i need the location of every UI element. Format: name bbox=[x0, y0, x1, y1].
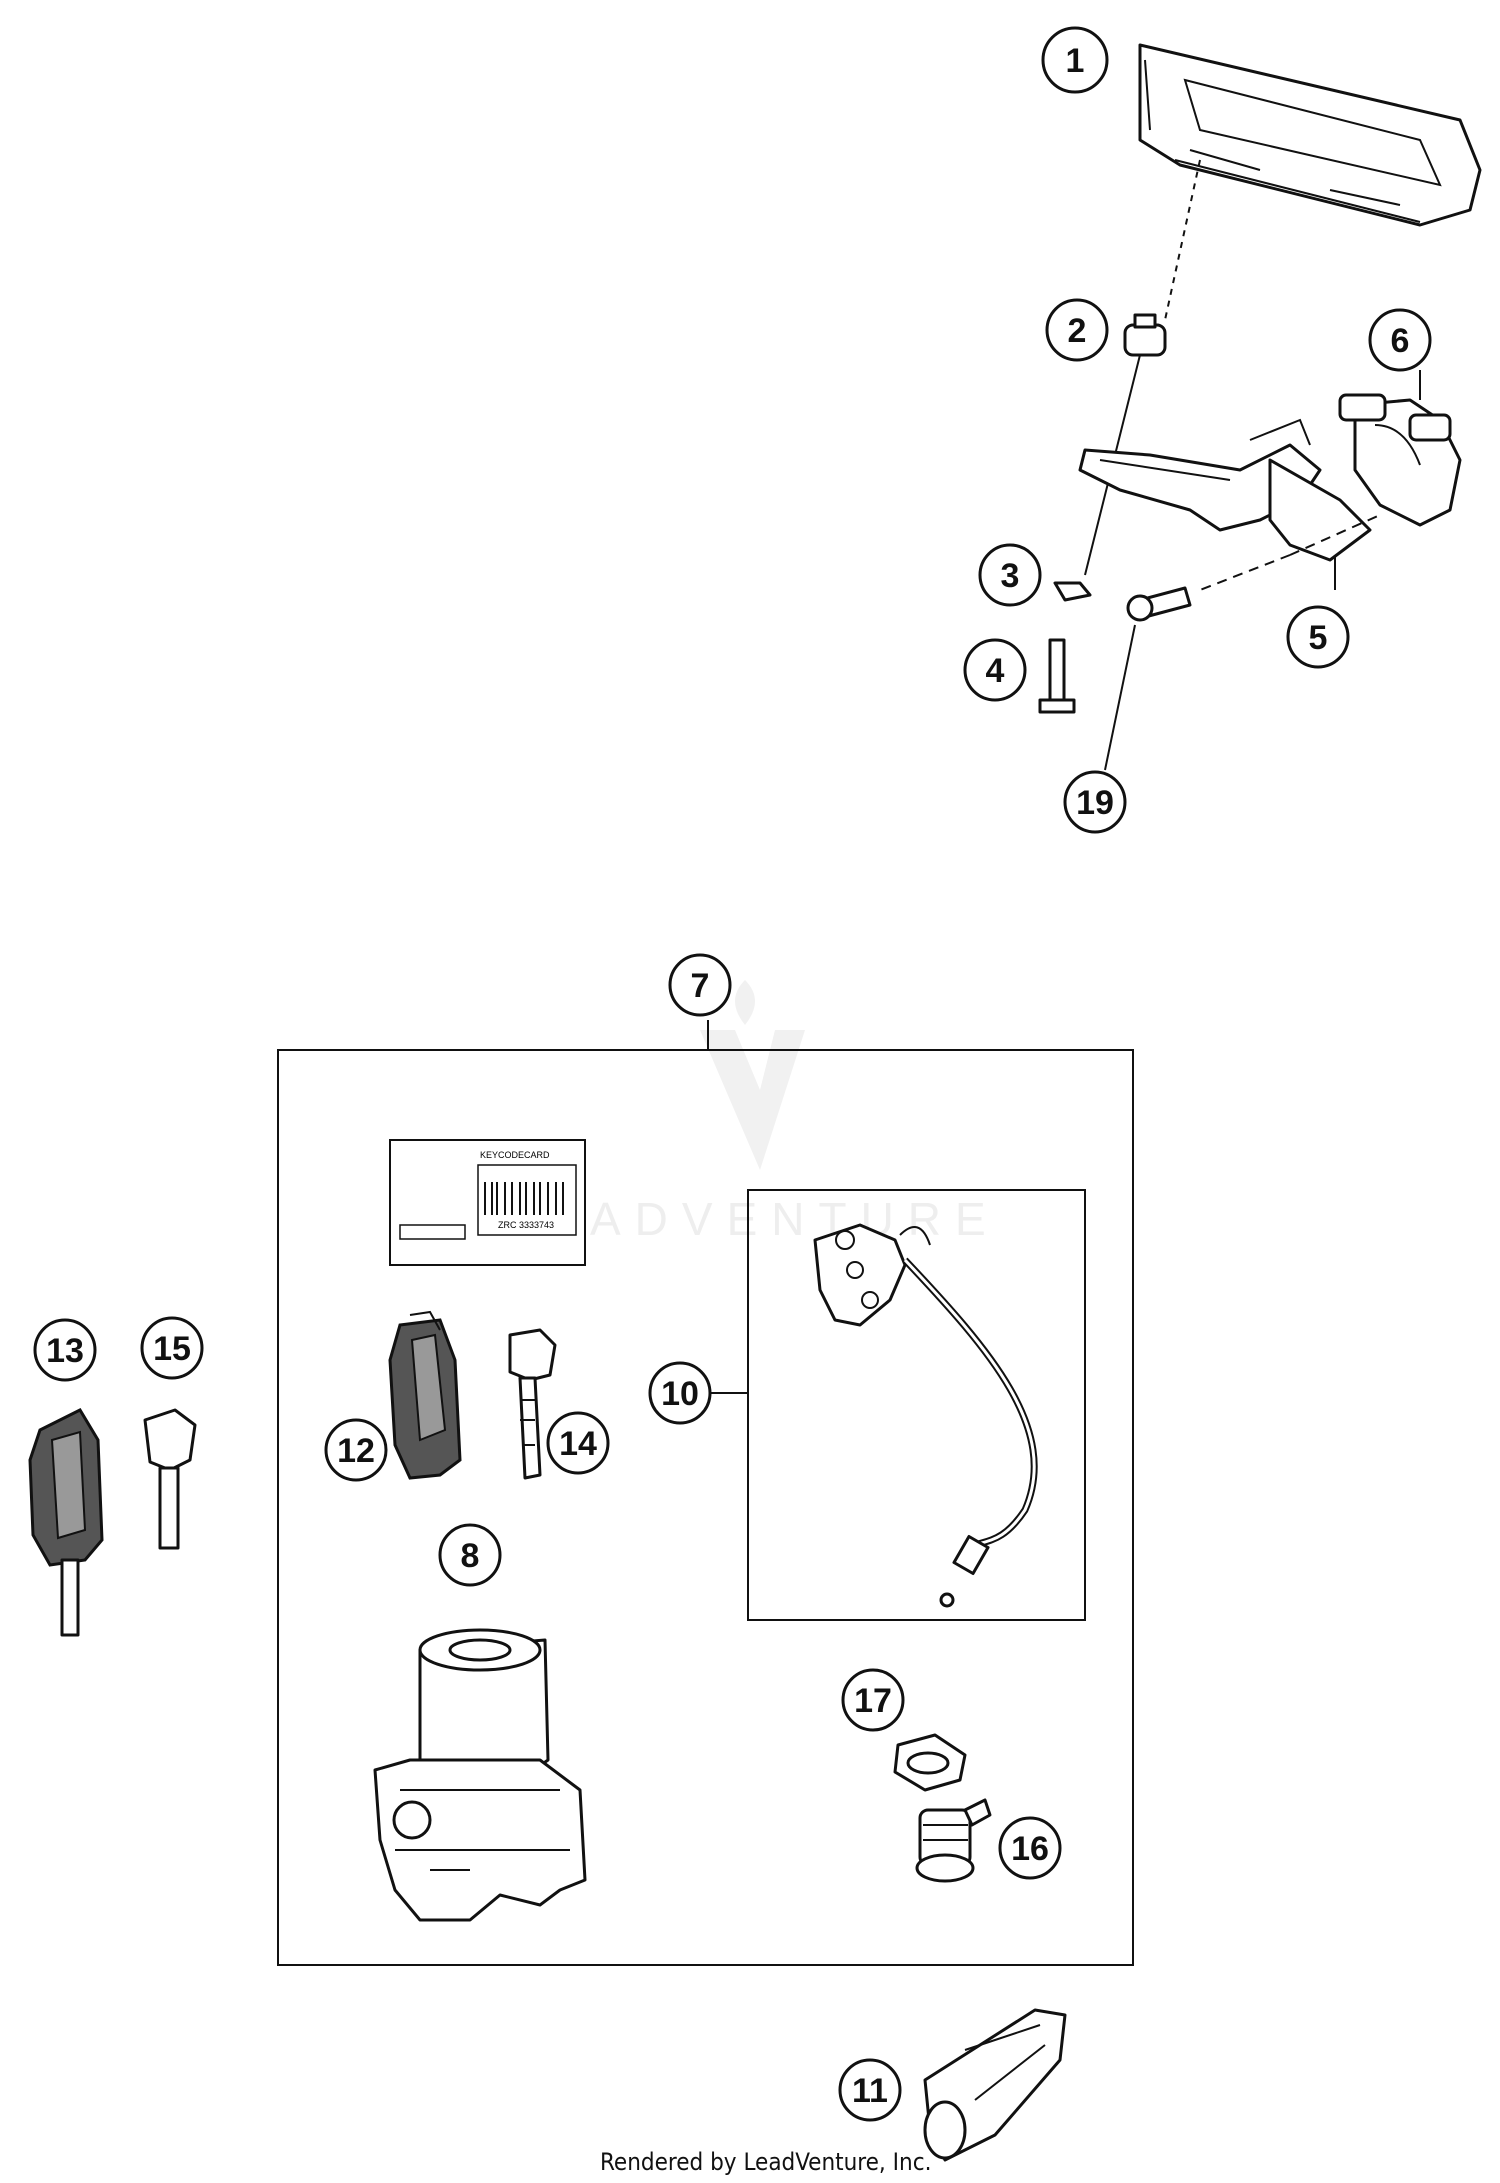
clamp bbox=[1338, 393, 1462, 527]
ignition-lock bbox=[373, 1628, 587, 1922]
bolt bbox=[1038, 638, 1076, 714]
svg-text:1: 1 bbox=[1066, 42, 1085, 80]
svg-text:11: 11 bbox=[852, 2072, 888, 2110]
svg-text:3: 3 bbox=[1001, 557, 1020, 595]
callout-13: 13 bbox=[33, 1318, 97, 1382]
svg-text:15: 15 bbox=[153, 1330, 191, 1368]
callout-3: 3 bbox=[978, 543, 1042, 607]
svg-text:7: 7 bbox=[691, 967, 710, 1005]
key-left bbox=[143, 1408, 197, 1550]
callout-2: 2 bbox=[1045, 298, 1109, 362]
nut-small bbox=[1053, 581, 1092, 602]
instrument-cluster bbox=[1138, 43, 1482, 227]
callout-5: 5 bbox=[1286, 605, 1350, 669]
screw bbox=[1126, 586, 1192, 622]
key bbox=[508, 1328, 557, 1480]
svg-text:16: 16 bbox=[1011, 1830, 1049, 1868]
callout-14: 14 bbox=[546, 1411, 610, 1475]
svg-text:8: 8 bbox=[461, 1537, 480, 1575]
cover bbox=[923, 2008, 1067, 2162]
callout-10: 10 bbox=[648, 1361, 712, 1425]
watermark: ADVENTURE bbox=[590, 980, 1000, 1245]
sensor-cable bbox=[813, 1223, 1038, 1608]
key-fob-large bbox=[28, 1408, 104, 1637]
callout-6: 6 bbox=[1368, 308, 1432, 372]
callout-19: 19 bbox=[1063, 770, 1127, 834]
svg-text:17: 17 bbox=[854, 1682, 892, 1720]
callouts: 1 2 3 4 5 6 19 7 8 10 11 12 13 14 15 16 … bbox=[33, 26, 1432, 2122]
seat-lock bbox=[915, 1798, 992, 1883]
callout-15: 15 bbox=[140, 1316, 204, 1380]
callout-17: 17 bbox=[841, 1668, 905, 1732]
svg-text:5: 5 bbox=[1309, 619, 1328, 657]
callout-11: 11 bbox=[838, 2058, 902, 2122]
svg-text:13: 13 bbox=[46, 1332, 84, 1370]
grommet bbox=[1123, 313, 1167, 357]
callout-4: 4 bbox=[963, 638, 1027, 702]
callout-8: 8 bbox=[438, 1523, 502, 1587]
callout-7: 7 bbox=[668, 953, 732, 1017]
svg-text:2: 2 bbox=[1068, 312, 1087, 350]
svg-text:10: 10 bbox=[661, 1375, 699, 1413]
svg-text:12: 12 bbox=[337, 1432, 375, 1470]
svg-text:14: 14 bbox=[559, 1425, 597, 1463]
card-code: ZRC 3333743 bbox=[498, 1220, 554, 1230]
key-fob bbox=[388, 1310, 462, 1480]
svg-text:19: 19 bbox=[1076, 784, 1114, 822]
kit-box bbox=[277, 1049, 1134, 1966]
callout-16: 16 bbox=[998, 1816, 1062, 1880]
sub-box bbox=[747, 1189, 1086, 1621]
svg-text:4: 4 bbox=[986, 652, 1005, 690]
footer-credit: Rendered by LeadVenture, Inc. bbox=[600, 2148, 931, 2176]
svg-text:6: 6 bbox=[1391, 322, 1410, 360]
lock-nut bbox=[893, 1733, 967, 1792]
bracket bbox=[1078, 418, 1372, 562]
watermark-text: ADVENTURE bbox=[590, 1193, 1000, 1245]
callout-12: 12 bbox=[324, 1418, 388, 1482]
callout-1: 1 bbox=[1041, 26, 1109, 94]
key-code-card: KEYCODECARD ZRC 3333743 bbox=[389, 1139, 586, 1266]
card-header: KEYCODECARD bbox=[480, 1150, 550, 1160]
